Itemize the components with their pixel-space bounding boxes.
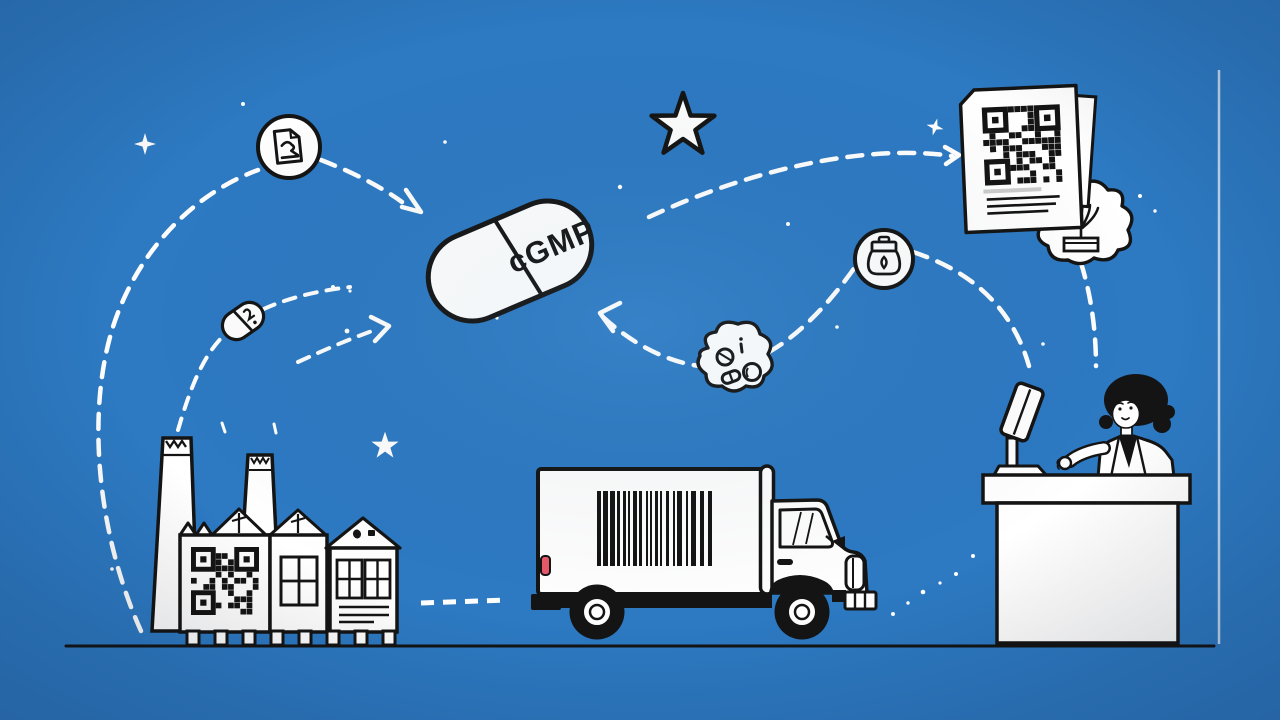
illustration-stage: cGMP	[0, 0, 1280, 720]
vignette	[0, 0, 1280, 720]
